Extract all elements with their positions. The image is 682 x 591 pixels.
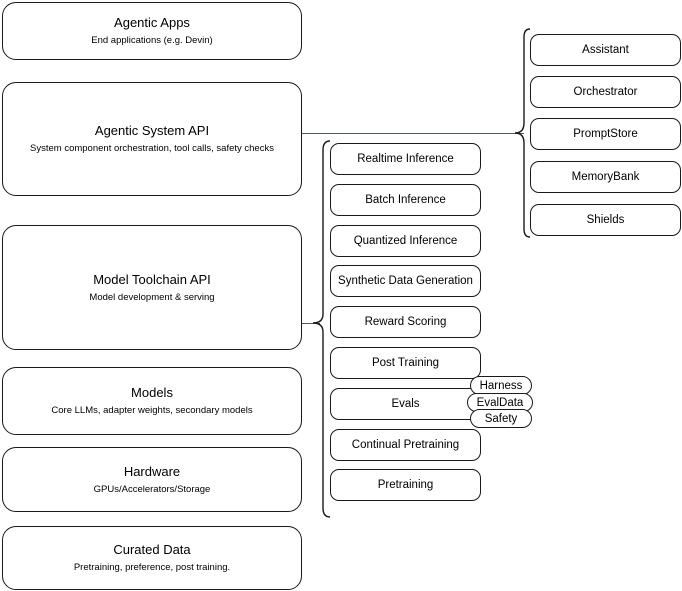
- eval-pill-evaldata[interactable]: EvalData: [467, 393, 533, 412]
- layer-hardware[interactable]: Hardware GPUs/Accelerators/Storage: [2, 447, 302, 512]
- toolchain-label: Batch Inference: [365, 194, 446, 206]
- toolchain-label: Pretraining: [377, 479, 434, 491]
- layer-title: Hardware: [123, 463, 181, 479]
- layer-subtitle: Core LLMs, adapter weights, secondary mo…: [51, 405, 253, 416]
- component-assistant[interactable]: Assistant: [530, 34, 681, 66]
- toolchain-batch-inference[interactable]: Batch Inference: [330, 184, 481, 216]
- component-label: MemoryBank: [571, 171, 640, 183]
- eval-pill-label: Safety: [484, 412, 518, 425]
- toolchain-label: Continual Pretraining: [351, 439, 460, 451]
- toolchain-label: Post Training: [371, 357, 440, 369]
- eval-pill-harness[interactable]: Harness: [470, 376, 532, 395]
- toolchain-label: Realtime Inference: [357, 153, 454, 165]
- toolchain-reward-scoring[interactable]: Reward Scoring: [330, 306, 481, 338]
- layer-title: Agentic Apps: [114, 15, 190, 30]
- layer-subtitle: Model development & serving: [89, 291, 215, 303]
- toolchain-label: Reward Scoring: [364, 316, 447, 328]
- component-memorybank[interactable]: MemoryBank: [530, 161, 681, 193]
- connector-line-system-api: [302, 133, 524, 134]
- component-label: Orchestrator: [573, 86, 638, 98]
- toolchain-post-training[interactable]: Post Training: [330, 347, 481, 379]
- layer-models[interactable]: Models Core LLMs, adapter weights, secon…: [2, 367, 302, 435]
- layer-agentic-system-api[interactable]: Agentic System API System component orch…: [2, 82, 302, 196]
- eval-pill-label: EvalData: [476, 396, 524, 409]
- brace-system-components: [514, 28, 531, 238]
- layer-subtitle: End applications (e.g. Devin): [91, 35, 213, 46]
- toolchain-realtime-inference[interactable]: Realtime Inference: [330, 143, 481, 175]
- component-orchestrator[interactable]: Orchestrator: [530, 76, 681, 108]
- layer-model-toolchain-api[interactable]: Model Toolchain API Model development & …: [2, 225, 302, 350]
- layer-title: Models: [131, 385, 173, 400]
- layer-title: Curated Data: [113, 542, 191, 557]
- component-label: PromptStore: [573, 128, 638, 140]
- layer-title: Agentic System API: [94, 123, 210, 138]
- toolchain-label: Evals: [391, 398, 420, 410]
- layer-title: Model Toolchain API: [93, 271, 211, 287]
- component-shields[interactable]: Shields: [530, 204, 681, 236]
- toolchain-pretraining[interactable]: Pretraining: [330, 469, 481, 501]
- toolchain-label: Synthetic Data Generation: [338, 275, 473, 287]
- component-label: Assistant: [582, 44, 629, 56]
- toolchain-continual-pretraining[interactable]: Continual Pretraining: [330, 429, 481, 461]
- connector-line-toolchain-api: [302, 323, 320, 324]
- eval-pill-safety[interactable]: Safety: [470, 409, 532, 428]
- toolchain-quantized-inference[interactable]: Quantized Inference: [330, 225, 481, 257]
- eval-pill-label: Harness: [479, 379, 523, 392]
- layer-subtitle: Pretraining, preference, post training.: [73, 562, 231, 573]
- component-label: Shields: [586, 214, 625, 226]
- component-promptstore[interactable]: PromptStore: [530, 118, 681, 150]
- toolchain-synthetic-data-generation[interactable]: Synthetic Data Generation: [330, 265, 481, 297]
- layer-subtitle: GPUs/Accelerators/Storage: [93, 483, 211, 495]
- layer-subtitle: System component orchestration, tool cal…: [30, 143, 274, 154]
- layer-curated-data[interactable]: Curated Data Pretraining, preference, po…: [2, 526, 302, 590]
- toolchain-evals[interactable]: Evals: [330, 388, 481, 420]
- toolchain-label: Quantized Inference: [353, 235, 458, 247]
- brace-toolchain-components: [312, 140, 331, 518]
- layer-agentic-apps[interactable]: Agentic Apps End applications (e.g. Devi…: [2, 2, 302, 60]
